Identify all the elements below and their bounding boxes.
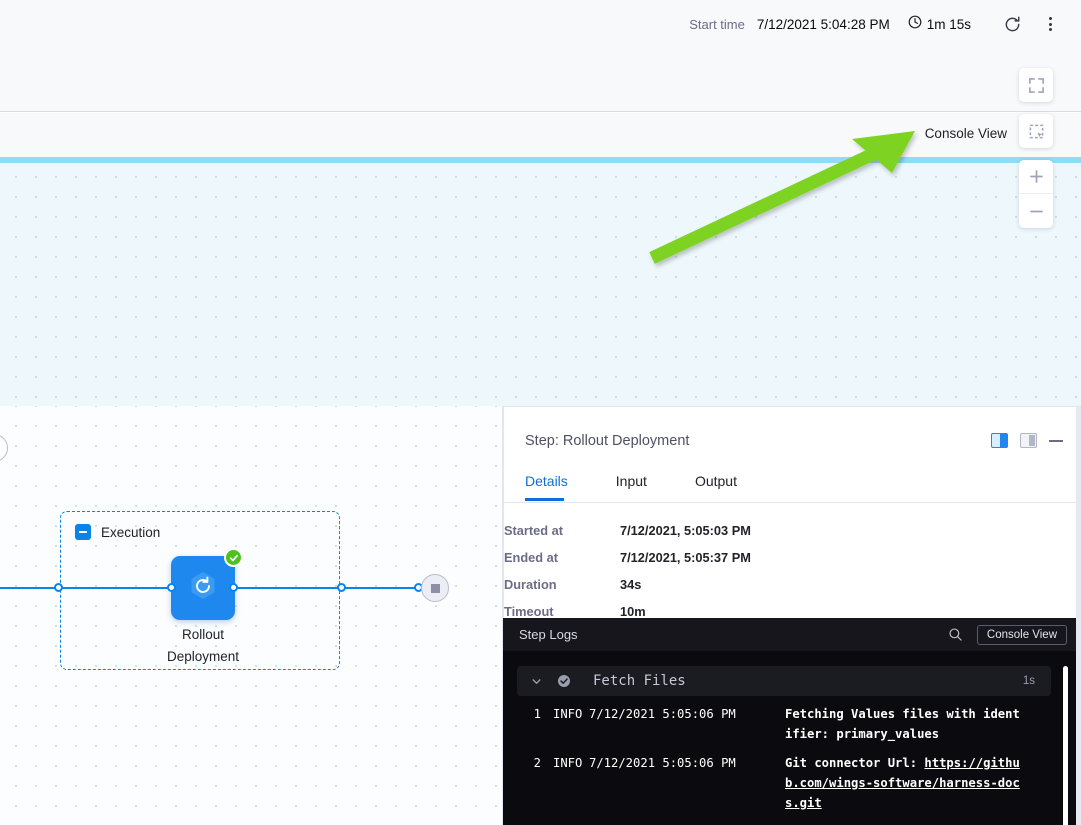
- step-detail-title: Step: Rollout Deployment: [525, 433, 690, 449]
- execution-meta: Start time 7/12/2021 5:04:28 PM 1m 15s: [689, 10, 1063, 38]
- port-step-out[interactable]: [229, 583, 238, 592]
- log-line-message: Git connector Url: https://github.com/wi…: [785, 753, 1021, 813]
- pipeline-graph: Execution: [0, 406, 502, 825]
- tabs-divider: [504, 502, 1081, 503]
- detail-value: 34s: [620, 576, 642, 592]
- tab-output[interactable]: Output: [694, 473, 737, 489]
- detail-row-duration: Duration 34s: [504, 574, 751, 594]
- log-line-level: INFO: [553, 756, 583, 770]
- chevron-down-icon[interactable]: [530, 675, 543, 688]
- refresh-icon[interactable]: [999, 11, 1025, 37]
- zoom-in-button[interactable]: [1019, 160, 1053, 194]
- logs-console-view-button[interactable]: Console View: [976, 624, 1067, 645]
- tab-details[interactable]: Details: [525, 465, 590, 501]
- detail-key: Duration: [504, 576, 557, 592]
- log-section-name: Fetch Files: [593, 673, 686, 689]
- port-group-out[interactable]: [337, 583, 346, 592]
- more-vertical-icon[interactable]: [1037, 11, 1063, 37]
- split-right-layout-icon[interactable]: [991, 433, 1008, 448]
- console-view-label: Console View: [924, 125, 1007, 141]
- detail-key: Started at: [504, 522, 564, 538]
- detail-row-started-at: Started at 7/12/2021, 5:05:03 PM: [504, 520, 751, 540]
- port-group-in[interactable]: [54, 583, 63, 592]
- log-line-message: Fetching Values files with identifier: p…: [785, 707, 1020, 741]
- stop-square-icon: [430, 583, 440, 593]
- detail-key: Ended at: [504, 549, 559, 565]
- fit-to-screen-button[interactable]: [1019, 68, 1053, 102]
- step-logs-header-actions: Console View: [948, 624, 1067, 645]
- selection-box-button[interactable]: [1019, 114, 1053, 148]
- right-rail: [1076, 406, 1081, 825]
- tab-input[interactable]: Input: [615, 473, 647, 489]
- start-time-label: Start time: [689, 16, 745, 32]
- log-section-fetch-files[interactable]: Fetch Files 1s: [517, 666, 1051, 696]
- detail-key: Timeout: [504, 603, 554, 619]
- log-line: 1 INFO 7/12/2021 5:05:06 PM Fetching Val…: [517, 704, 1051, 744]
- detail-row-timeout: Timeout 10m: [504, 601, 751, 621]
- console-view-bar: Console View: [0, 113, 1081, 157]
- check-circle-icon: [557, 674, 571, 688]
- minimize-icon[interactable]: [1049, 439, 1063, 442]
- duration-value: 1m 15s: [926, 16, 971, 32]
- log-line-number: 1: [533, 707, 541, 721]
- log-line-level: INFO: [553, 707, 583, 721]
- split-bottom-layout-icon[interactable]: [1020, 433, 1037, 448]
- port-step-in[interactable]: [167, 583, 176, 592]
- start-time-value: 7/12/2021 5:04:28 PM: [756, 16, 890, 32]
- step-detail-rows: Started at 7/12/2021, 5:05:03 PM Ended a…: [504, 520, 751, 628]
- offscreen-node: [0, 434, 8, 462]
- step-detail-panel: Step: Rollout Deployment Details Input O…: [503, 406, 1081, 619]
- step-detail-head-icons: [991, 433, 1063, 448]
- detail-row-ended-at: Ended at 7/12/2021, 5:05:37 PM: [504, 547, 751, 567]
- detail-value: 10m: [620, 603, 646, 619]
- step-logs-panel: Step Logs Console View: [503, 618, 1081, 825]
- log-line-timestamp: 7/12/2021 5:05:06 PM: [589, 756, 736, 770]
- edge-in: [0, 587, 180, 589]
- detail-value: 7/12/2021, 5:05:03 PM: [620, 522, 751, 538]
- duration-group: 1m 15s: [908, 15, 971, 34]
- pipeline-canvas-lower[interactable]: Execution: [0, 406, 503, 825]
- step-node-label: Rollout Deployment: [128, 624, 278, 668]
- step-node-label-line1: Rollout: [181, 627, 225, 642]
- canvas-controls: [1019, 68, 1053, 228]
- edge-out: [232, 587, 424, 589]
- log-line-message-text: Git connector Url:: [785, 756, 925, 770]
- log-line-timestamp: 7/12/2021 5:05:06 PM: [589, 707, 736, 721]
- step-logs-title: Step Logs: [519, 627, 578, 642]
- log-scrollbar[interactable]: [1063, 666, 1068, 825]
- pipeline-canvas[interactable]: [0, 157, 1081, 406]
- clock-icon: [908, 15, 922, 34]
- zoom-out-button[interactable]: [1019, 194, 1053, 228]
- execution-group-title: Execution: [101, 524, 161, 540]
- collapse-minus-icon[interactable]: [75, 524, 91, 540]
- step-node-label-line2: Deployment: [166, 649, 240, 664]
- search-icon[interactable]: [948, 627, 963, 642]
- log-line: 2 INFO 7/12/2021 5:05:06 PM Git connecto…: [517, 753, 1051, 813]
- step-logs-header: Step Logs Console View: [503, 618, 1081, 651]
- check-circle-icon: [224, 548, 243, 567]
- zoom-controls: [1019, 160, 1053, 228]
- rollout-deployment-icon: [183, 566, 223, 611]
- log-section-duration: 1s: [1022, 675, 1035, 687]
- detail-value: 7/12/2021, 5:05:37 PM: [620, 549, 751, 565]
- step-detail-tabs: Details Input Output: [525, 465, 785, 501]
- log-line-link[interactable]: https://github.com/wings-software/harnes…: [785, 756, 1020, 810]
- stop-node[interactable]: [421, 574, 449, 602]
- top-header: Start time 7/12/2021 5:04:28 PM 1m 15s: [0, 0, 1081, 112]
- step-node-rollout-deployment[interactable]: [171, 548, 243, 620]
- log-lines: 1 INFO 7/12/2021 5:05:06 PM Fetching Val…: [517, 704, 1051, 825]
- execution-group-header: Execution: [75, 524, 160, 540]
- log-line-number: 2: [533, 756, 541, 770]
